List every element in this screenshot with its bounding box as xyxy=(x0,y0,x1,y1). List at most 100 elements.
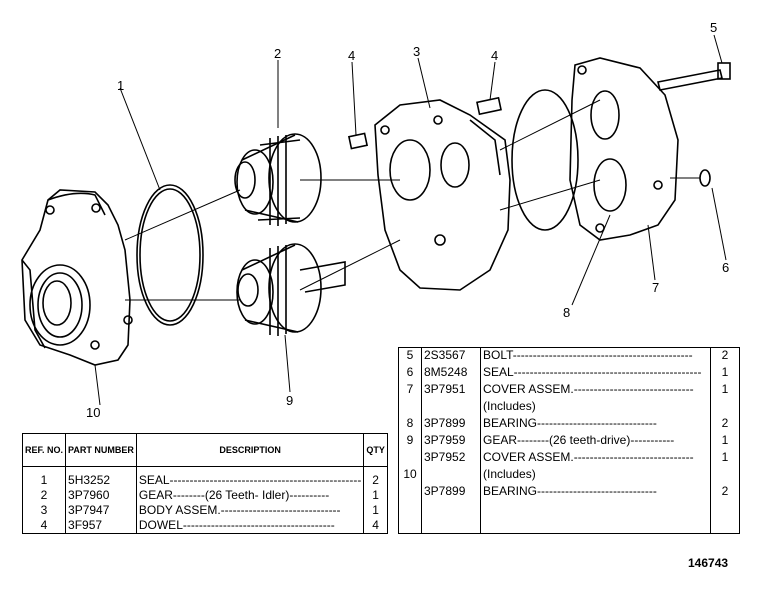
description: GEAR--------(26 Teeth- Idler)---------- xyxy=(136,488,365,503)
seal-6 xyxy=(699,169,711,187)
description: DOWEL-----------------------------------… xyxy=(136,518,365,534)
description: (Includes) xyxy=(480,399,711,416)
ref-no: 4 xyxy=(22,518,67,534)
description: COVER ASSEM.----------------------------… xyxy=(480,450,711,467)
callout-7: 7 xyxy=(652,280,660,295)
seal-ring-1 xyxy=(136,184,204,326)
qty: 1 xyxy=(721,365,729,379)
empty-cell xyxy=(421,501,481,534)
part-number: 5H3252 xyxy=(65,466,137,488)
description: BOLT------------------------------------… xyxy=(480,347,711,365)
callout-1: 1 xyxy=(117,78,125,93)
ref-no: 8 xyxy=(398,416,422,433)
part-number xyxy=(421,399,481,416)
callout-4a: 4 xyxy=(348,48,356,63)
dowel-4a xyxy=(347,132,369,150)
header-ref-no: REF. NO. xyxy=(22,433,67,467)
qty: 1 xyxy=(721,433,729,447)
table-row: 7 3P7951 COVER ASSEM.-------------------… xyxy=(398,382,740,399)
table-row: 2 3P7960 GEAR--------(26 Teeth- Idler)--… xyxy=(22,488,388,503)
description: COVER ASSEM.----------------------------… xyxy=(480,382,711,399)
empty-cell xyxy=(711,501,740,534)
callout-6: 6 xyxy=(722,260,730,275)
header-qty: QTY xyxy=(363,433,388,467)
drive-gear-9 xyxy=(236,243,346,336)
qty xyxy=(711,467,740,484)
part-number: 3P7899 xyxy=(421,484,481,501)
callout-10: 10 xyxy=(86,405,101,420)
ref-no xyxy=(398,450,422,467)
qty: 2 xyxy=(721,484,729,498)
ref-no xyxy=(398,484,422,501)
table-row: 3P7899 BEARING--------------------------… xyxy=(398,484,740,501)
ref-no: 6 xyxy=(398,365,422,382)
callout-5: 5 xyxy=(710,20,718,35)
empty-cell xyxy=(398,501,422,534)
qty: 4 xyxy=(372,518,379,532)
table-row: 4 3F957 DOWEL---------------------------… xyxy=(22,518,388,534)
bolt-5 xyxy=(657,62,731,91)
table-row: (Includes) xyxy=(398,399,740,416)
callout-9: 9 xyxy=(286,393,294,408)
pump-body-3 xyxy=(374,99,511,291)
description: BEARING------------------------------ xyxy=(480,484,711,501)
callout-8: 8 xyxy=(563,305,571,320)
header-part-number: PART NUMBER xyxy=(65,433,137,467)
part-number: 3P7952 xyxy=(421,450,481,467)
cover-assembly-10 xyxy=(21,189,133,366)
ref-no: 10 xyxy=(398,467,422,484)
qty: 2 xyxy=(721,416,729,430)
table-header-row: REF. NO. PART NUMBER DESCRIPTION QTY xyxy=(22,433,388,467)
drawing-number: 146743 xyxy=(688,556,729,570)
ref-no: 5 xyxy=(398,347,422,365)
description: SEAL------------------------------------… xyxy=(480,365,711,382)
table-row: 9 3P7959 GEAR--------(26 teeth-drive)---… xyxy=(398,433,740,450)
table-row: 3P7952 COVER ASSEM.---------------------… xyxy=(398,450,740,467)
dowel-4b xyxy=(476,96,502,116)
table-filler-row xyxy=(398,501,740,534)
parts-table-right: 5 2S3567 BOLT---------------------------… xyxy=(398,347,740,534)
qty: 1 xyxy=(372,503,379,517)
callout-4b: 4 xyxy=(491,48,499,63)
empty-cell xyxy=(480,501,711,534)
header-description: DESCRIPTION xyxy=(136,433,365,467)
description: GEAR--------(26 teeth-drive)----------- xyxy=(480,433,711,450)
table-row: 3 3P7947 BODY ASSEM.--------------------… xyxy=(22,503,388,518)
part-number: 3F957 xyxy=(65,518,137,534)
description: (Includes) xyxy=(480,467,711,484)
part-number: 3P7899 xyxy=(421,416,481,433)
table-row: 1 5H3252 SEAL---------------------------… xyxy=(22,466,388,488)
part-number: 3P7960 xyxy=(65,488,137,503)
callout-3: 3 xyxy=(413,44,421,59)
qty: 1 xyxy=(721,382,729,396)
part-number: 8M5248 xyxy=(421,365,481,382)
table-row: 8 3P7899 BEARING------------------------… xyxy=(398,416,740,433)
idler-gear-2 xyxy=(234,133,322,226)
part-number: 3P7959 xyxy=(421,433,481,450)
description: SEAL------------------------------------… xyxy=(136,466,365,488)
qty: 2 xyxy=(372,473,379,487)
cover-assembly-7 xyxy=(569,57,679,241)
part-number: 3P7947 xyxy=(65,503,137,518)
description: BODY ASSEM.-----------------------------… xyxy=(136,503,365,518)
parts-table-left: REF. NO. PART NUMBER DESCRIPTION QTY 1 5… xyxy=(22,433,388,534)
part-number: 3P7951 xyxy=(421,382,481,399)
description: BEARING------------------------------ xyxy=(480,416,711,433)
table-row: 6 8M5248 SEAL---------------------------… xyxy=(398,365,740,382)
qty: 1 xyxy=(721,450,729,464)
qty xyxy=(711,399,740,416)
ref-no: 2 xyxy=(22,488,67,503)
ref-no: 9 xyxy=(398,433,422,450)
ref-no: 3 xyxy=(22,503,67,518)
callout-2: 2 xyxy=(274,46,282,61)
part-number xyxy=(421,467,481,484)
ref-no xyxy=(398,399,422,416)
part-number: 2S3567 xyxy=(421,347,481,365)
table-row: 10 (Includes) xyxy=(398,467,740,484)
qty: 1 xyxy=(372,488,379,502)
ref-no: 1 xyxy=(22,466,67,488)
qty: 2 xyxy=(721,348,729,362)
ref-no: 7 xyxy=(398,382,422,399)
table-row: 5 2S3567 BOLT---------------------------… xyxy=(398,347,740,365)
